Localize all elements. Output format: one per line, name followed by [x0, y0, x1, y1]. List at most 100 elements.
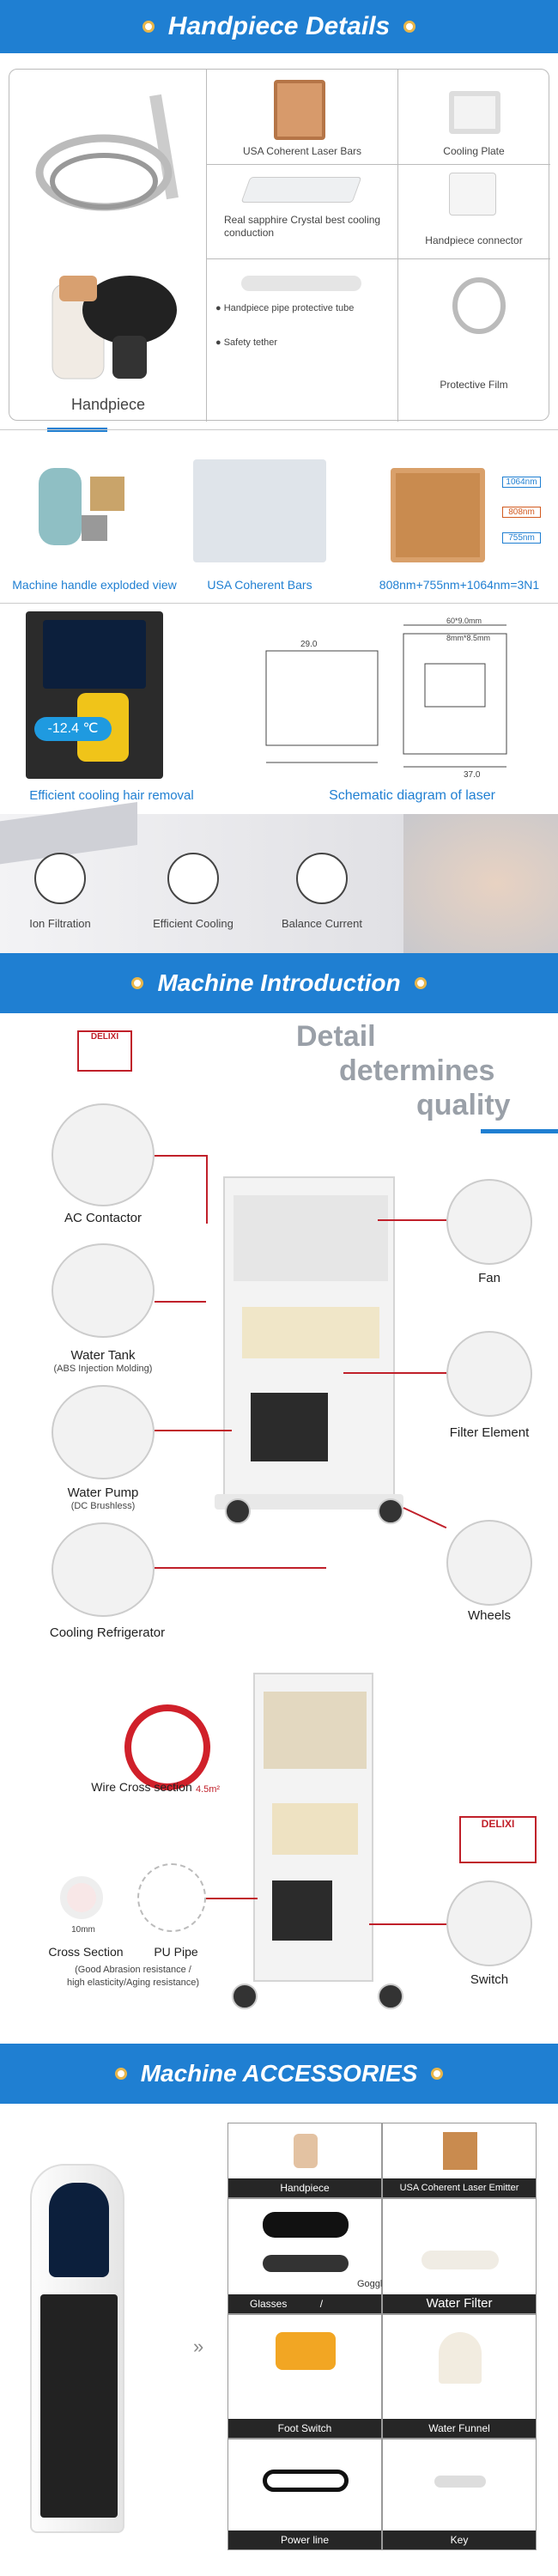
wire-coil-photo — [124, 1704, 210, 1790]
water-tank-photo — [52, 1243, 155, 1338]
fan-label: Fan — [478, 1271, 500, 1285]
accessory-label: Water Filter — [383, 2294, 536, 2313]
slogan-line: determines — [339, 1054, 495, 1087]
laser-emitter-image — [391, 468, 485, 562]
cooling-photo — [26, 611, 163, 779]
wavelength-formula: 808nm+755nm+1064nm=3N1 — [379, 578, 540, 592]
section-title: Machine Introduction — [157, 969, 401, 996]
feature-label: Ion Filtration — [29, 917, 91, 930]
connector-image — [449, 173, 496, 216]
coherent-bars-image — [193, 459, 326, 562]
safety-tether-label: ● Safety tether — [215, 337, 278, 348]
thermometer-icon — [167, 853, 219, 904]
callout-line — [155, 1301, 206, 1303]
pipe-tube-text: Handpiece pipe protective tube — [223, 303, 355, 313]
wavelength-808: 808nm — [502, 507, 541, 518]
accessory-foot-switch: Foot Switch — [227, 2314, 382, 2439]
accessory-glasses: Glasses / Goggles — [227, 2198, 392, 2314]
cooling-caption: Efficient cooling hair removal — [29, 788, 194, 803]
filter-element-photo — [446, 1331, 532, 1417]
protective-film-image — [452, 277, 506, 334]
divider — [0, 429, 558, 430]
glasses-text: Glasses — [250, 2298, 288, 2310]
section-banner-handpiece: Handpiece Details — [0, 0, 558, 53]
water-pump-photo — [52, 1385, 155, 1479]
model-photo — [403, 814, 558, 953]
dimension-label: 29.0 — [300, 640, 318, 649]
callout-line — [369, 1923, 446, 1925]
delixi-text: DELIXI — [481, 1818, 515, 1830]
accessory-water-funnel: Water Funnel — [382, 2314, 537, 2439]
accessory-label: Handpiece — [228, 2178, 381, 2197]
delixi-badge: DELIXI — [77, 1030, 132, 1072]
callout-line — [403, 1507, 447, 1529]
mm-label: 10mm — [71, 1925, 95, 1935]
section-title: Handpiece Details — [167, 12, 391, 40]
handpiece-cell: Handpiece — [9, 70, 207, 422]
pu-pipe-photo — [137, 1863, 206, 1932]
schematic-caption: Schematic diagram of laser — [329, 788, 495, 803]
filter-element-label: Filter Element — [449, 1425, 530, 1440]
feature-label: Efficient Cooling — [153, 917, 234, 930]
callout-line — [378, 1219, 446, 1221]
cooling-refrigerator-label: Cooling Refrigerator — [49, 1625, 166, 1640]
handpiece-grid: Handpiece USA Coherent Laser Bars Coolin… — [9, 69, 550, 422]
pipe-note: high elasticity/Aging resistance) — [66, 1978, 200, 1988]
bullet-icon — [131, 977, 144, 989]
section-banner-machine: Machine Introduction — [0, 953, 558, 1013]
accessory-label: Foot Switch — [228, 2419, 381, 2438]
accessory-water-filter: Water Filter — [382, 2198, 537, 2314]
component-grid: USA Coherent Laser Bars Cooling Plate Re… — [207, 70, 550, 422]
bullet-icon — [403, 21, 416, 33]
protective-film-label: Protective Film — [440, 379, 508, 391]
dimension-label: 37.0 — [464, 770, 481, 780]
water-pump-sublabel: (DC Brushless) — [70, 1501, 136, 1511]
wheel-icon — [378, 1498, 403, 1524]
machine-body — [223, 1176, 395, 1503]
safety-tether-text: Safety tether — [223, 337, 278, 348]
callout-line — [155, 1567, 326, 1569]
bullet-icon — [414, 977, 427, 989]
cross-section-label: Cross Section — [48, 1945, 124, 1959]
wheels-label: Wheels — [467, 1608, 512, 1623]
sapphire-image — [240, 177, 362, 203]
accessory-label: Key — [383, 2530, 536, 2549]
handpiece-device-image — [52, 276, 177, 380]
bullet-icon — [142, 21, 155, 33]
fan-photo — [446, 1179, 532, 1265]
dimension-label: 8mm*8.5mm — [446, 634, 491, 642]
callout-line — [155, 1430, 232, 1431]
pulse-wave-icon — [296, 853, 348, 904]
delixi-badge: DELIXI — [459, 1816, 537, 1863]
laser-bars-label: USA Coherent Laser Bars — [242, 145, 362, 157]
water-pump-label: Water Pump — [67, 1485, 139, 1500]
wheel-icon — [378, 1984, 403, 2009]
wavelength-755: 755nm — [502, 532, 541, 544]
water-tank-label: Water Tank — [70, 1348, 136, 1363]
wavelength-1064: 1064nm — [502, 477, 541, 488]
accessory-emitter: USA Coherent Laser Emitter — [382, 2123, 537, 2198]
accessory-label: Water Funnel — [383, 2419, 536, 2438]
callout-line — [206, 1898, 258, 1899]
wheel-icon — [225, 1498, 251, 1524]
pu-pipe-label: PU Pipe — [154, 1945, 198, 1959]
pipe-tube-image — [241, 276, 361, 291]
delixi-text: DELIXI — [90, 1032, 119, 1042]
accessory-label: Power line — [228, 2530, 381, 2549]
ion-filtration-icon — [34, 853, 86, 904]
dimension-label: 60*9.0mm — [446, 617, 482, 625]
accessory-power-line: Power line — [227, 2439, 382, 2550]
machine-base — [215, 1494, 403, 1510]
ac-contactor-photo — [52, 1103, 155, 1206]
features-band: Ion Filtration Efficient Cooling Balance… — [0, 801, 558, 953]
ac-contactor-label: AC Contactor — [64, 1211, 143, 1225]
accessory-key: Key — [382, 2439, 537, 2550]
accessory-handpiece: Handpiece — [227, 2123, 382, 2198]
handpiece-cable-image — [35, 94, 179, 211]
handpiece-label: Handpiece — [70, 396, 146, 413]
divider — [0, 603, 558, 604]
temperature-badge: -12.4 ℃ — [34, 717, 112, 741]
chevron-right-icon: » — [193, 2336, 204, 2357]
glasses-caption: Glasses / — [228, 2294, 381, 2313]
section-banner-accessories: Machine ACCESSORIES — [0, 2044, 558, 2104]
